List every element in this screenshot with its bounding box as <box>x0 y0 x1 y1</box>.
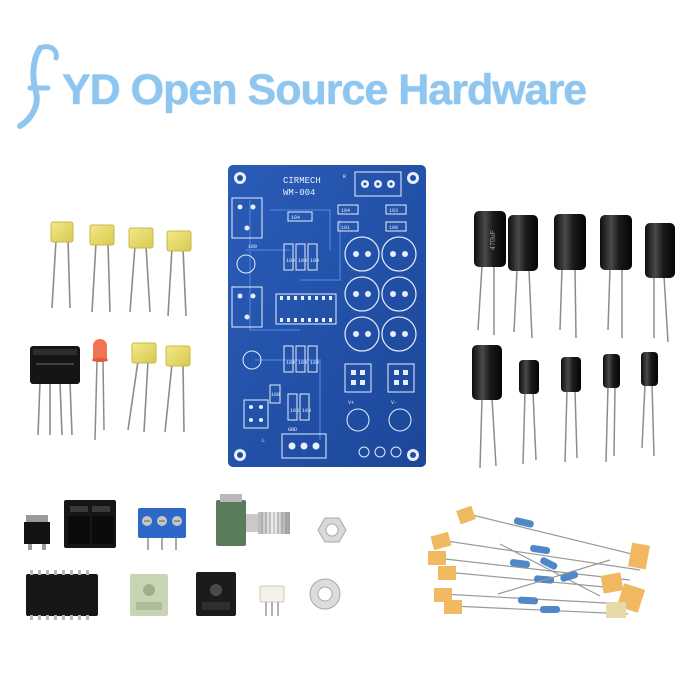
electrolytic-capacitor-small <box>641 352 658 457</box>
electrolytic-capacitor <box>554 214 586 339</box>
polyester-capacitor <box>128 227 154 313</box>
pcb-label: 100 <box>389 225 398 231</box>
pcb-label: 104 <box>310 258 319 264</box>
pcb-label: R <box>343 174 346 180</box>
pin-header <box>259 585 285 616</box>
pcb-label: 104 <box>291 215 300 221</box>
electrolytic-capacitor-small <box>603 354 620 463</box>
polyester-capacitor-group <box>50 221 192 433</box>
resistor <box>434 588 625 605</box>
pcb-label: 104 <box>286 258 295 264</box>
polyester-capacitor <box>50 221 74 309</box>
polyester-capacitor <box>166 230 192 317</box>
resistor-strip <box>428 505 650 618</box>
electrolytic-capacitor: 470uF <box>474 211 506 335</box>
pcb-label: 104 <box>310 360 319 366</box>
screw-terminal-3p <box>138 508 186 550</box>
resistor <box>430 531 641 571</box>
pcb-label: 103 <box>389 208 398 214</box>
pcb-board: CIRMECH WM-004 <box>228 165 426 467</box>
brand-watermark: YD Open Source Hardware <box>10 30 587 140</box>
electrolytic-capacitor <box>645 223 675 343</box>
audio-jack <box>196 572 236 616</box>
electrolytic-capacitor-small <box>561 357 581 463</box>
voltage-regulator-dual <box>64 500 116 548</box>
pcb-label: 104 <box>341 208 350 214</box>
polyester-capacitor <box>89 224 115 313</box>
electrolytic-capacitor <box>600 215 632 338</box>
potentiometer <box>216 494 290 546</box>
bridge-rectifier <box>30 346 80 436</box>
brand-text: YD Open Source Hardware <box>62 66 587 114</box>
capacitor-marking: 470uF <box>490 230 497 250</box>
washer <box>309 578 341 610</box>
polyester-capacitor <box>127 342 157 433</box>
voltage-regulator <box>24 515 50 550</box>
pcb-label: GND <box>288 427 297 433</box>
electrolytic-capacitor-small <box>519 360 539 465</box>
pcb-label: V+ <box>348 400 354 406</box>
electrolytic-capacitor <box>508 215 538 339</box>
pcb-silkscreen-labels: 104 104 103 101 100 104 104 104 104 104 … <box>248 174 398 444</box>
pcb-label: 103 <box>290 408 299 414</box>
pcb-label: 100 <box>248 244 257 250</box>
electrolytic-capacitor-group: 470uF <box>472 211 675 469</box>
logo-mark <box>17 44 59 129</box>
pcb-label: 103 <box>302 408 311 414</box>
polyester-capacitor <box>164 345 191 433</box>
resistor <box>428 551 631 581</box>
ic-chip <box>26 570 98 620</box>
resistor <box>497 559 611 595</box>
electrolytic-capacitor-small <box>472 345 502 469</box>
pcb-brand: CIRMECH <box>283 176 321 186</box>
hex-nut <box>317 517 347 543</box>
red-led <box>92 339 108 441</box>
pcb-label: 100 <box>271 392 280 398</box>
pcb-model: WM-004 <box>283 188 315 198</box>
resistor <box>444 600 629 615</box>
pcb-label: V- <box>391 400 397 406</box>
resistor <box>456 505 641 557</box>
resistor <box>499 543 601 597</box>
pcb-label: 104 <box>298 360 307 366</box>
pcb-label: L <box>262 438 265 444</box>
audio-jack <box>130 574 168 616</box>
pcb-label: 104 <box>298 258 307 264</box>
pcb-label: 101 <box>341 225 350 231</box>
pcb-label: 104 <box>286 360 295 366</box>
